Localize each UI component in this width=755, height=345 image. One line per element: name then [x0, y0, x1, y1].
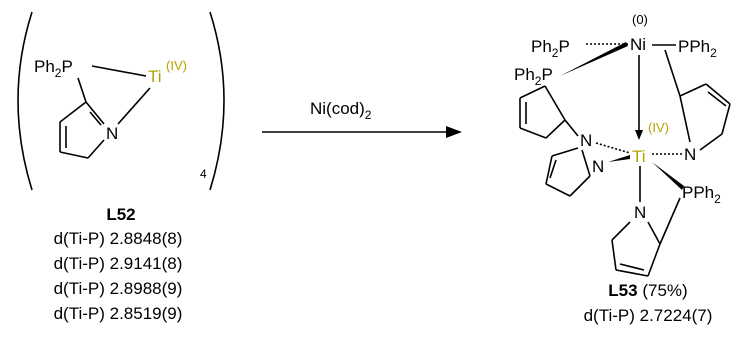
product-pph2-right: PPh2 — [678, 37, 717, 60]
product-ni-oxidation: (0) — [632, 12, 648, 27]
product-label: L53 (75%) — [608, 281, 687, 300]
left-parenthesis — [17, 11, 33, 191]
reactant-distance-3: d(Ti-P) 2.8988(9) — [54, 279, 183, 298]
reaction-arrow — [262, 126, 462, 138]
product-ph2p-topleft: Ph2P — [531, 37, 570, 60]
product-n-right: N — [684, 145, 696, 164]
arrow-head — [446, 126, 462, 138]
bond-ti-n-wedge — [608, 155, 630, 162]
reactant-n-label: N — [106, 124, 118, 143]
product-distance: d(Ti-P) 2.7224(7) — [584, 306, 713, 325]
reactant-distance-4: d(Ti-P) 2.8519(9) — [54, 304, 183, 323]
ring-c2-n — [85, 101, 105, 125]
bond-p-c2 — [77, 77, 87, 103]
bond-p-ni-wedge — [560, 42, 628, 76]
product-n-left-lower: N — [592, 157, 604, 176]
reactant-ph2p-label: Ph2P — [34, 57, 73, 80]
product-ph2p-left: Ph2P — [514, 65, 553, 88]
bond-ti-n-left-hashed — [595, 142, 631, 154]
ring-n-c5 — [87, 139, 105, 159]
reactant-name: L52 — [106, 205, 135, 224]
reactant-multiplier: 4 — [200, 167, 207, 181]
bond-p-ti — [91, 65, 147, 77]
product-ti-label: Ti — [632, 147, 646, 166]
ring-c5-c4 — [59, 151, 89, 159]
right-parenthesis — [209, 11, 225, 191]
product-n-bottom: N — [634, 203, 646, 222]
reactant-distance-2: d(Ti-P) 2.9141(8) — [54, 254, 183, 273]
product-pph2-lower: PPh2 — [682, 183, 721, 206]
reactant-ti-oxidation: (IV) — [166, 58, 187, 73]
reactant-distance-1: d(Ti-P) 2.8848(8) — [54, 229, 183, 248]
ring-c3-c2 — [59, 101, 87, 123]
reactant-ti-label: Ti — [148, 67, 162, 86]
bond-ti-n — [117, 87, 151, 125]
product-n-left-upper: N — [580, 131, 592, 150]
product-ti-oxidation: (IV) — [648, 120, 669, 135]
reactant-structure: Ph2P Ti (IV) N 4 — [17, 11, 225, 191]
product-ni-label: Ni — [630, 35, 646, 54]
reagent-label: Ni(cod)2 — [310, 99, 372, 122]
bond-ti-p-wedge — [652, 162, 684, 190]
product-structure: (0) Ni Ph2P Ph2P PPh2 PPh2 (IV) Ti N N N… — [514, 12, 731, 277]
ring-double-c2n — [89, 111, 102, 126]
arrow-ni-ti — [635, 130, 643, 140]
